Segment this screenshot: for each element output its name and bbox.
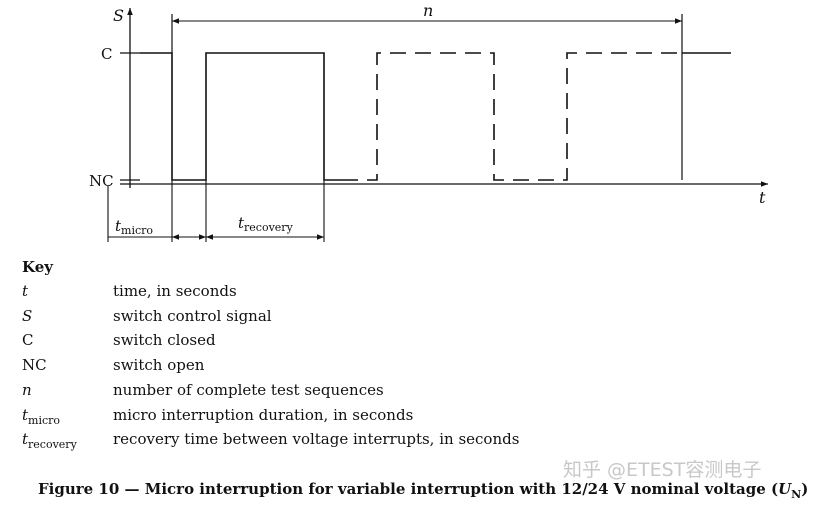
key-row-t-micro: tmicro micro interruption duration, in s…: [22, 406, 542, 430]
key-description: switch open: [113, 356, 205, 374]
key-symbol: NC: [22, 356, 47, 374]
key-description: micro interruption duration, in seconds: [113, 406, 414, 424]
key-symbol: trecovery: [22, 430, 77, 451]
x-axis-label: t: [759, 188, 766, 207]
signal-dashed: [342, 52, 682, 181]
key-symbol: n: [22, 381, 32, 399]
key-symbol: C: [22, 331, 34, 349]
key-description: switch control signal: [113, 307, 272, 325]
key-description: time, in seconds: [113, 282, 237, 300]
key-row-nc: NC switch open: [22, 356, 542, 380]
watermark: 知乎 @ETEST容测电子: [563, 459, 762, 481]
key-symbol: tmicro: [22, 406, 61, 427]
key-description: recovery time between voltage interrupts…: [113, 430, 520, 448]
key-symbol: S: [22, 307, 33, 325]
signal-solid: [140, 52, 342, 181]
nc-level-label: NC: [89, 172, 114, 190]
key-row-n: n number of complete test sequences: [22, 381, 542, 405]
n-span-label: n: [423, 1, 433, 20]
key-symbol: t: [22, 282, 29, 300]
key-title: Key: [22, 258, 53, 276]
key-description: switch closed: [113, 331, 216, 349]
c-level-label: C: [101, 45, 112, 63]
t-recovery-label: trecovery: [238, 214, 294, 234]
timing-diagram: S t C NC n tmicro trecovery: [89, 1, 768, 242]
t-micro-label: tmicro: [115, 217, 153, 237]
key-description: number of complete test sequences: [113, 381, 384, 399]
key-row-t-recovery: trecovery recovery time between voltage …: [22, 430, 542, 454]
figure-caption: Figure 10 — Micro interruption for varia…: [38, 480, 809, 501]
key-row-s: S switch control signal: [22, 307, 542, 331]
y-axis-label: S: [113, 6, 124, 25]
key-row-c: C switch closed: [22, 331, 542, 355]
key-row-t: t time, in seconds: [22, 282, 542, 306]
